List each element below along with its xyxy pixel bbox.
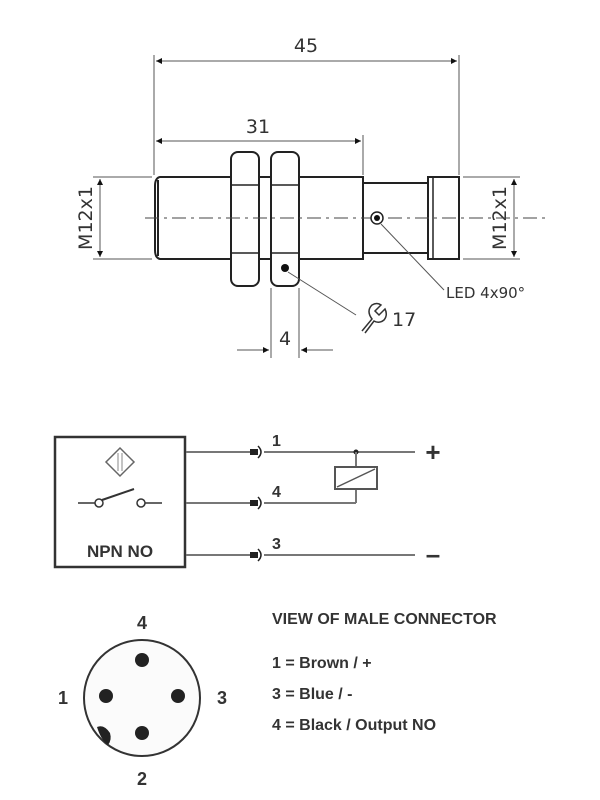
connector-label-left: 1 [58, 688, 68, 708]
wrench-icon [361, 302, 388, 334]
terminal-plus: + [425, 437, 440, 467]
connector-label-right: 3 [217, 688, 227, 708]
connector-pin-3 [171, 689, 185, 703]
sensor-type-label: NPN NO [87, 542, 153, 561]
connector-view: 4 1 3 2 VIEW OF MALE CONNECTOR 1 = Brown… [58, 611, 497, 789]
dimension-nut-width: 4 [279, 328, 291, 350]
led-leader-line [380, 223, 445, 291]
connector-title: VIEW OF MALE CONNECTOR [272, 611, 497, 628]
switch-no-icon [78, 488, 162, 508]
terminal-pin1-icon [250, 445, 262, 459]
legend-pin1: 1 = Brown / + [272, 655, 372, 672]
connector-pin-2 [135, 726, 149, 740]
dimension-drawing: 45 31 M12x1 M12x1 [75, 35, 545, 358]
wrench-size: 17 [392, 309, 416, 331]
load-relay-icon [334, 466, 378, 490]
connector-key-notch [97, 726, 111, 745]
connector-face [83, 639, 201, 757]
wiring-diagram: NPN NO 1 4 3 + – [53, 433, 441, 569]
wrench-leader-line [287, 271, 357, 316]
pin1-number: 1 [272, 433, 281, 450]
connector-label-bottom: 2 [137, 769, 147, 789]
dimension-overall-length: 45 [294, 35, 318, 57]
sensor-block [53, 435, 187, 569]
connector-pin-1 [99, 689, 113, 703]
pin3-number: 3 [272, 536, 281, 553]
led-label: LED 4x90° [446, 284, 525, 302]
terminal-pin4-icon [250, 496, 262, 510]
terminal-pin3-icon [250, 548, 262, 562]
thread-size-left: M12x1 [75, 186, 97, 250]
connector-label-top: 4 [137, 613, 147, 633]
nut-right [270, 151, 300, 287]
connector-pin-4 [135, 653, 149, 667]
pin4-number: 4 [272, 484, 281, 501]
dimension-thread-length: 31 [246, 116, 270, 138]
inductive-sensor-icon [104, 446, 136, 478]
legend-pin4: 4 = Black / Output NO [272, 717, 436, 734]
nut-left [230, 151, 260, 287]
led-dot [374, 215, 380, 221]
terminal-minus: – [426, 539, 440, 569]
legend-pin3: 3 = Blue / - [272, 686, 352, 703]
